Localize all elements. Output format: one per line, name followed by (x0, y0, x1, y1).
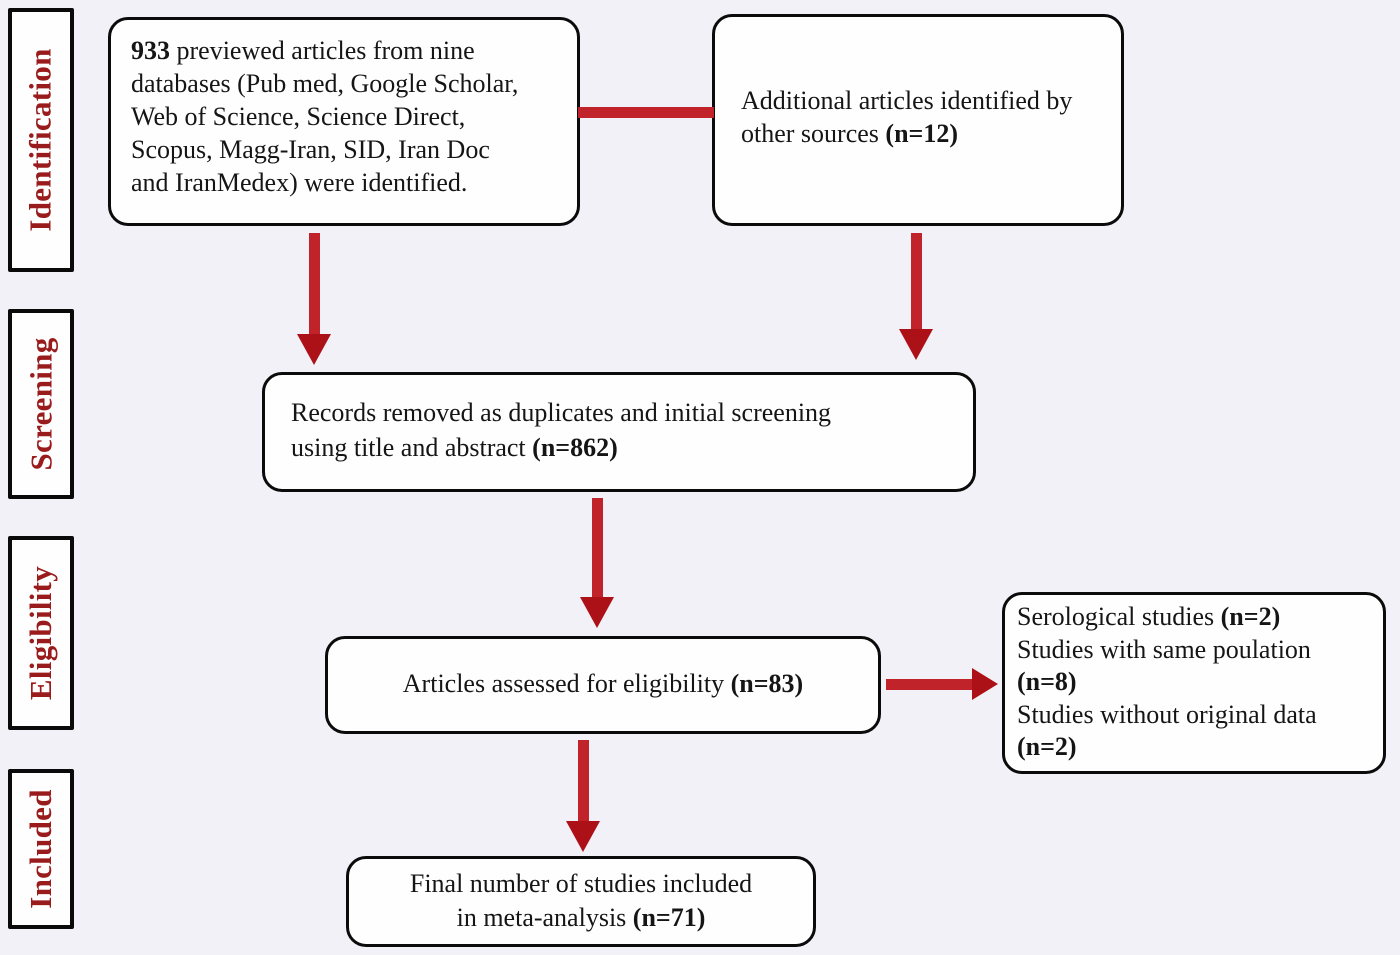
stage-label-included-text: Included (23, 789, 58, 909)
stage-label-screening-text: Screening (23, 337, 59, 471)
excluded-item: Serological studies (n=2) (1017, 601, 1375, 634)
arrow-shaft (591, 498, 603, 597)
excluded-item-3-count: (n=2) (1017, 732, 1077, 761)
arrow-eligibility-to-included (566, 740, 600, 852)
box-additional-articles: Additional articles identified by other … (712, 14, 1124, 226)
identified-line-1-rest: previewed articles from nine (170, 36, 475, 65)
duplicates-line-2-text: using title and abstract (291, 433, 533, 462)
arrow-down-head-icon (899, 329, 933, 360)
identified-line-2: databases (Pub med, Google Scholar, (131, 69, 519, 98)
duplicates-line-2: using title and abstract (n=862) (291, 430, 959, 465)
excluded-item-1-count: (n=2) (1220, 602, 1281, 631)
box-records-removed: Records removed as duplicates and initia… (262, 372, 976, 492)
identified-line-1: 933 previewed articles from nine (131, 34, 561, 67)
stage-label-identification-text: Identification (23, 48, 59, 232)
additional-count: (n=12) (885, 119, 958, 148)
excluded-item: Studies without original data (n=2) (1017, 699, 1375, 764)
box-articles-assessed: Articles assessed for eligibility (n=83) (325, 636, 881, 734)
identified-line-3: Web of Science, Science Direct, (131, 102, 466, 131)
stage-label-screening: Screening (8, 309, 74, 499)
identified-line-4: Scopus, Magg-Iran, SID, Iran Doc (131, 135, 490, 164)
connector-identified-to-additional (578, 107, 714, 118)
arrow-identified-to-screening (297, 233, 331, 365)
arrow-shaft (577, 740, 589, 821)
included-line-2: in meta-analysis (n=71) (349, 901, 813, 935)
included-count: (n=71) (632, 902, 706, 932)
box-excluded-studies: Serological studies (n=2) Studies with s… (1002, 592, 1386, 774)
arrow-shaft (886, 678, 972, 690)
arrow-shaft (308, 233, 320, 334)
arrow-down-head-icon (566, 821, 600, 852)
eligibility-text: Articles assessed for eligibility (402, 668, 731, 698)
arrow-screening-to-eligibility (580, 498, 614, 628)
arrow-shaft (910, 233, 922, 329)
stage-label-eligibility: Eligibility (8, 536, 74, 730)
identified-line-5: and IranMedex) were identified. (131, 168, 468, 197)
stage-label-identification: Identification (8, 8, 74, 272)
excluded-item-3-text: Studies without original data (1017, 699, 1317, 729)
included-line-2-text: in meta-analysis (456, 902, 633, 932)
stage-label-eligibility-text: Eligibility (23, 565, 58, 701)
excluded-item: Studies with same poulation (n=8) (1017, 634, 1375, 699)
additional-line-1: Additional articles identified by (741, 86, 1073, 115)
excluded-item-2-text: Studies with same poulation (1017, 634, 1311, 664)
eligibility-count: (n=83) (730, 668, 804, 698)
duplicates-count: (n=862) (532, 433, 618, 462)
excluded-item-1-text: Serological studies (1017, 602, 1221, 631)
additional-line-2: other sources (n=12) (741, 117, 1107, 150)
eligibility-text-line: Articles assessed for eligibility (n=83) (403, 667, 803, 700)
arrow-down-head-icon (297, 334, 331, 365)
arrow-additional-to-screening (899, 233, 933, 360)
excluded-item-2-count: (n=8) (1017, 667, 1077, 696)
arrow-eligibility-to-excluded (886, 668, 998, 700)
stage-label-included: Included (8, 769, 74, 929)
duplicates-line-1: Records removed as duplicates and initia… (291, 398, 832, 427)
identified-count: 933 (131, 36, 170, 65)
additional-line-2-text: other sources (741, 119, 886, 148)
box-final-included: Final number of studies included in meta… (346, 856, 816, 947)
box-records-identified: 933 previewed articles from nine databas… (108, 17, 580, 226)
arrow-down-head-icon (580, 597, 614, 628)
included-line-1: Final number of studies included (409, 868, 753, 898)
arrow-right-head-icon (972, 668, 998, 700)
